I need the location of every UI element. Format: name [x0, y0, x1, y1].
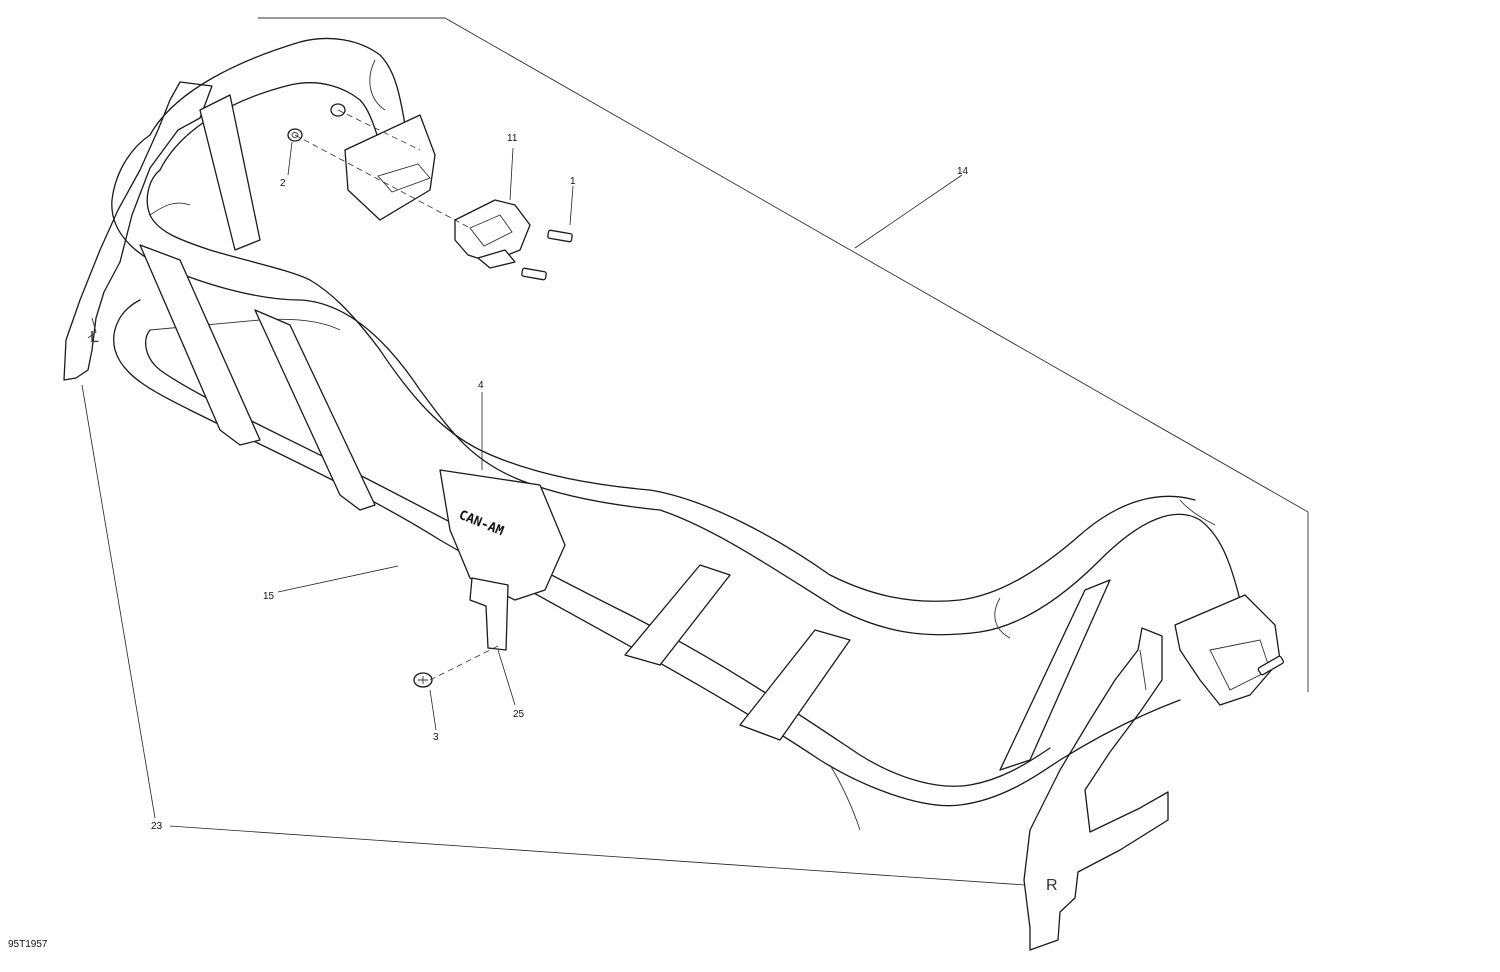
slats: [139, 94, 1111, 771]
upper-rail-tube: [111, 37, 1241, 639]
rear-mount: [344, 114, 531, 269]
callout-15: 15: [263, 591, 275, 602]
right-bracket: R: [1023, 627, 1169, 951]
right-rear-mount: [1174, 594, 1281, 706]
figure-id: 95T1957: [8, 939, 48, 950]
callout-11: 11: [507, 133, 518, 144]
screw-1b: [521, 267, 547, 281]
left-bracket: L: [63, 81, 213, 381]
callout-1: 1: [570, 176, 576, 187]
leader-lines: [81, 141, 1026, 886]
callouts: 1 2 3 4 11 14 15 23 25: [151, 133, 969, 832]
fasteners: [287, 103, 1285, 688]
right-side-mark: R: [1046, 877, 1058, 894]
callout-2: 2: [280, 178, 286, 189]
center-plate: CAN-AM: [439, 469, 566, 651]
callout-25: 25: [513, 709, 525, 720]
callout-3: 3: [433, 732, 439, 743]
callout-4: 4: [478, 380, 484, 391]
callout-14: 14: [957, 166, 969, 177]
screw-3: [413, 672, 433, 688]
rear-bolt: [1257, 655, 1285, 676]
assembly-axes: [294, 109, 501, 681]
left-side-mark: L: [90, 329, 99, 346]
screw-1a: [547, 229, 573, 243]
callout-23: 23: [151, 821, 163, 832]
assembly-frame: [258, 17, 1309, 692]
